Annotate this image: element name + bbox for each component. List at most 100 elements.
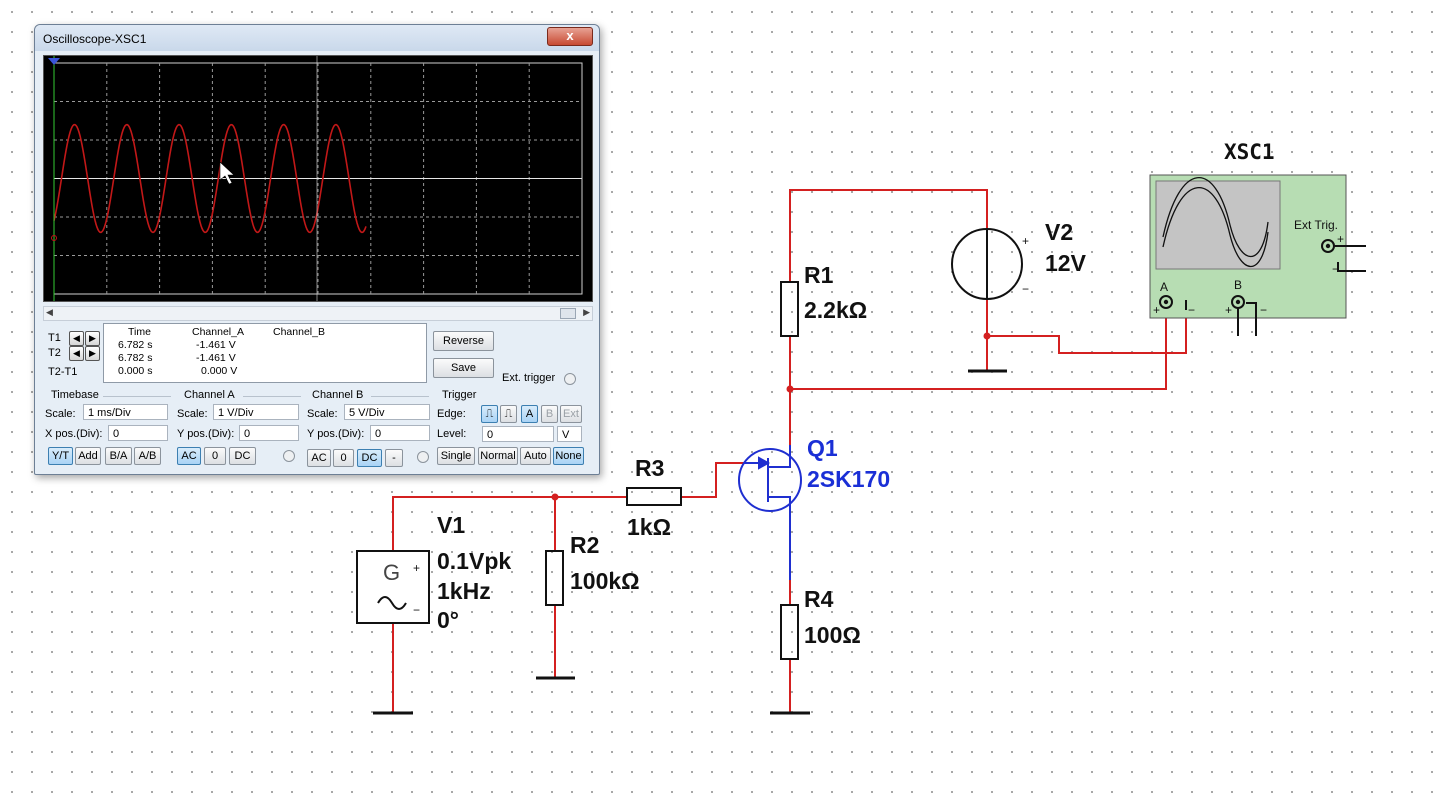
close-button[interactable]: x: [547, 27, 593, 46]
delta-cha: 0.000 V: [201, 365, 238, 377]
r3-name: R3: [635, 455, 664, 481]
trigger-level-unit[interactable]: V: [557, 426, 582, 442]
trigger-auto-button[interactable]: Auto: [520, 447, 551, 465]
t2-right-arrow-icon[interactable]: ▶: [85, 346, 100, 361]
wire-v1-r3[interactable]: [392, 496, 626, 550]
channel-b-zero-button[interactable]: 0: [333, 449, 354, 467]
v1-minus: −: [413, 603, 420, 617]
ext-trig-label: Ext Trig.: [1294, 218, 1338, 232]
q1-name: Q1: [807, 435, 838, 461]
sine-trace-icon: [1162, 177, 1269, 257]
time-scrollbar[interactable]: ◀ ▶: [43, 306, 593, 321]
r1-body[interactable]: [780, 281, 799, 337]
timebase-xpos-field[interactable]: 0: [108, 425, 168, 441]
channel-a-terminal[interactable]: [283, 450, 295, 462]
ext-trig-plus: +: [1337, 232, 1344, 246]
trigger-normal-button[interactable]: Normal: [478, 447, 518, 465]
trigger-single-button[interactable]: Single: [437, 447, 475, 465]
channel-a-scale-field[interactable]: 1 V/Div: [213, 404, 299, 420]
t1-right-arrow-icon[interactable]: ▶: [85, 331, 100, 346]
channel-a-plus: +: [1153, 303, 1160, 317]
channel-a-ac-button[interactable]: AC: [177, 447, 201, 465]
mouse-pointer-icon: [219, 161, 235, 185]
save-button[interactable]: Save: [433, 358, 494, 378]
window-titlebar[interactable]: Oscilloscope-XSC1 x: [35, 25, 599, 51]
cursor-t1-marker[interactable]: [48, 58, 60, 65]
wire-r3-gate[interactable]: [681, 462, 760, 498]
scroll-right-icon[interactable]: ▶: [583, 307, 590, 317]
ext-trig-minus: −: [1332, 262, 1339, 276]
q1-jfet[interactable]: [738, 445, 802, 512]
channel-b-dc-button[interactable]: DC: [357, 449, 382, 467]
channel-a-zero-button[interactable]: 0: [204, 447, 226, 465]
trigger-a-button[interactable]: A: [521, 405, 538, 423]
r3-body[interactable]: [626, 487, 682, 506]
wire-top-r1-v2[interactable]: [789, 189, 988, 282]
channel-b-terminal[interactable]: [417, 451, 429, 463]
wire-v2-neg-scope[interactable]: [986, 300, 1187, 354]
channel-a-minus: −: [1188, 303, 1195, 317]
channel-a-ypos-field[interactable]: 0: [239, 425, 299, 441]
channel-a-scale-label: Scale:: [177, 408, 208, 420]
r4-value: 100Ω: [804, 622, 861, 648]
channel-a-label: A: [1160, 280, 1168, 294]
ext-trigger-terminal[interactable]: [564, 373, 576, 385]
window-title: Oscilloscope-XSC1: [43, 32, 147, 46]
oscilloscope-window[interactable]: Oscilloscope-XSC1 x ◀ ▶ T1 ◀ ▶ T2 ◀ ▶ T2…: [34, 24, 600, 475]
scroll-left-icon[interactable]: ◀: [46, 307, 53, 317]
junction-dot: [983, 332, 991, 340]
v1-name: V1: [437, 512, 465, 538]
channel-b-ypos-field[interactable]: 0: [370, 425, 430, 441]
r4-body[interactable]: [780, 604, 799, 660]
r2-name: R2: [570, 532, 599, 558]
close-icon: x: [566, 28, 574, 43]
channel-a-dc-button[interactable]: DC: [229, 447, 256, 465]
timebase-title: Timebase: [51, 389, 99, 401]
trigger-level-field[interactable]: 0: [482, 426, 554, 442]
wire-drain-scope-a[interactable]: [790, 302, 1167, 390]
v2-name: V2: [1045, 219, 1073, 245]
v2-source[interactable]: + −: [951, 228, 1029, 300]
r2-body[interactable]: [545, 550, 564, 606]
channel-a-trace: [53, 123, 367, 234]
ground-symbols: [373, 369, 1007, 715]
r3-value: 1kΩ: [627, 514, 671, 540]
channel-b-ac-button[interactable]: AC: [307, 449, 331, 467]
t1-left-arrow-icon[interactable]: ◀: [69, 331, 84, 346]
terminal-a-plus[interactable]: [1159, 295, 1173, 309]
reverse-button[interactable]: Reverse: [433, 331, 494, 351]
group-divider: [103, 396, 171, 397]
timebase-scale-label: Scale:: [45, 408, 76, 420]
channel-b-neg-button[interactable]: -: [385, 449, 403, 467]
channel-b-label: B: [1234, 278, 1242, 292]
mode-ba-button[interactable]: B/A: [105, 447, 132, 465]
r2-value: 100kΩ: [570, 568, 640, 594]
channel-b-scale-field[interactable]: 5 V/Div: [344, 404, 430, 420]
t1-time: 6.782 s: [118, 339, 153, 351]
group-divider: [243, 396, 301, 397]
channel-b-title: Channel B: [312, 389, 364, 401]
channel-b-ypos-label: Y pos.(Div):: [307, 428, 365, 440]
scope-graticule: [48, 56, 583, 301]
scope-display[interactable]: [43, 55, 593, 302]
col-cha-header: Channel_A: [192, 326, 244, 338]
v1-generator[interactable]: G + −: [356, 550, 430, 624]
t2-left-arrow-icon[interactable]: ◀: [69, 346, 84, 361]
scroll-thumb[interactable]: [560, 308, 576, 319]
col-time-header: Time: [128, 326, 151, 338]
t1-label: T1: [48, 332, 61, 344]
mode-yt-button[interactable]: Y/T: [48, 447, 73, 465]
mode-add-button[interactable]: Add: [75, 447, 101, 465]
junction-dot: [551, 493, 559, 501]
trigger-b-button[interactable]: B: [541, 405, 558, 423]
xsc1-instrument[interactable]: Ext Trig. A B + − + − + −: [1149, 174, 1347, 319]
timebase-scale-field[interactable]: 1 ms/Div: [83, 404, 168, 420]
trigger-none-button[interactable]: None: [553, 447, 584, 465]
group-divider: [371, 396, 429, 397]
falling-edge-button[interactable]: ⎍: [500, 405, 517, 423]
mode-ab-button[interactable]: A/B: [134, 447, 161, 465]
trigger-ext-button[interactable]: Ext: [560, 405, 582, 423]
t2-label: T2: [48, 347, 61, 359]
rising-edge-button[interactable]: ⎍: [481, 405, 498, 423]
